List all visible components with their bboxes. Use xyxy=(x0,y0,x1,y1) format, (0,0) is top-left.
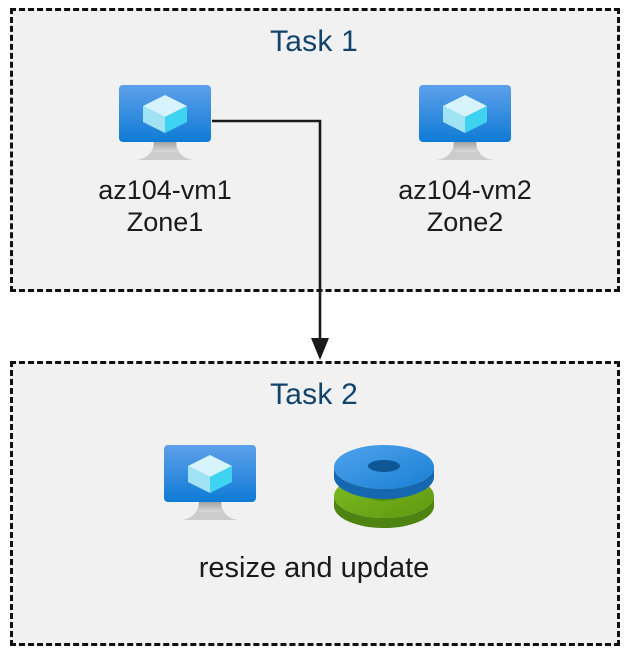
azure-virtual-machine-icon xyxy=(413,83,517,163)
azure-managed-disks-icon xyxy=(330,443,450,529)
node-label-az104-vm2: az104-vm2 Zone2 xyxy=(398,175,532,237)
node-az104-vm1[interactable]: az104-vm1 Zone1 xyxy=(55,83,275,238)
azure-virtual-machine-icon xyxy=(158,443,262,523)
node-az104-vm2[interactable]: az104-vm2 Zone2 xyxy=(355,83,575,238)
task-2-title: Task 2 xyxy=(270,378,358,411)
node-icon-wrap xyxy=(55,83,275,163)
azure-virtual-machine-icon xyxy=(113,83,217,163)
node-icon-wrap xyxy=(355,83,575,163)
node-label-az104-vm1: az104-vm1 Zone1 xyxy=(98,175,232,237)
task-1-title: Task 1 xyxy=(270,25,358,58)
task-2-container xyxy=(10,361,620,646)
node-task2-vm[interactable] xyxy=(100,443,320,523)
node-icon-wrap xyxy=(100,443,320,523)
node-task2-disks[interactable] xyxy=(330,443,450,529)
task-2-caption: resize and update xyxy=(198,552,430,584)
